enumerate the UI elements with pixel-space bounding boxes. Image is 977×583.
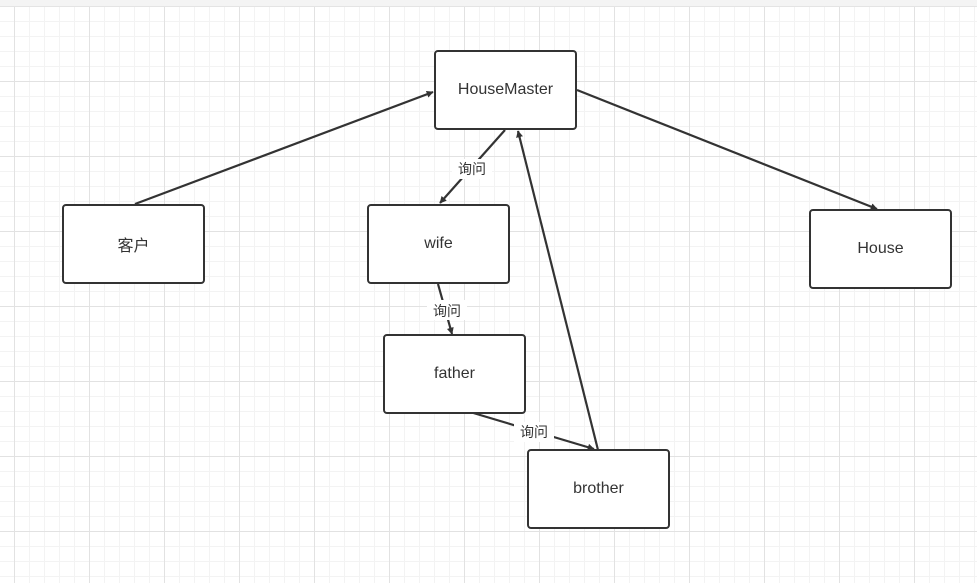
edge-label-housemaster-wife: 询问: [458, 162, 486, 178]
edge-housemaster-house[interactable]: [576, 88, 878, 211]
edge-label-bg: [452, 159, 492, 179]
top-bar: [0, 0, 977, 7]
node-wife[interactable]: wife: [367, 204, 510, 284]
node-label: brother: [573, 480, 624, 497]
node-label: father: [434, 365, 475, 382]
node-label: wife: [424, 235, 453, 252]
node-brother[interactable]: brother: [527, 449, 670, 529]
node-house[interactable]: House: [809, 209, 952, 289]
edge-label-bg: [514, 422, 554, 442]
node-father[interactable]: father: [383, 334, 526, 414]
edge-customer-housemaster[interactable]: [134, 90, 434, 206]
node-label: House: [857, 240, 904, 257]
edge-label-bg: [427, 300, 467, 320]
edge-label-father-brother: 询问: [520, 425, 548, 441]
edge-label-wife-father: 询问: [433, 304, 461, 320]
node-label: 客户: [117, 238, 150, 255]
node-housemaster[interactable]: HouseMaster: [434, 50, 577, 130]
edge-brother-housemaster[interactable]: [516, 130, 600, 451]
node-label: HouseMaster: [457, 81, 554, 98]
node-customer[interactable]: 客户: [62, 204, 205, 284]
